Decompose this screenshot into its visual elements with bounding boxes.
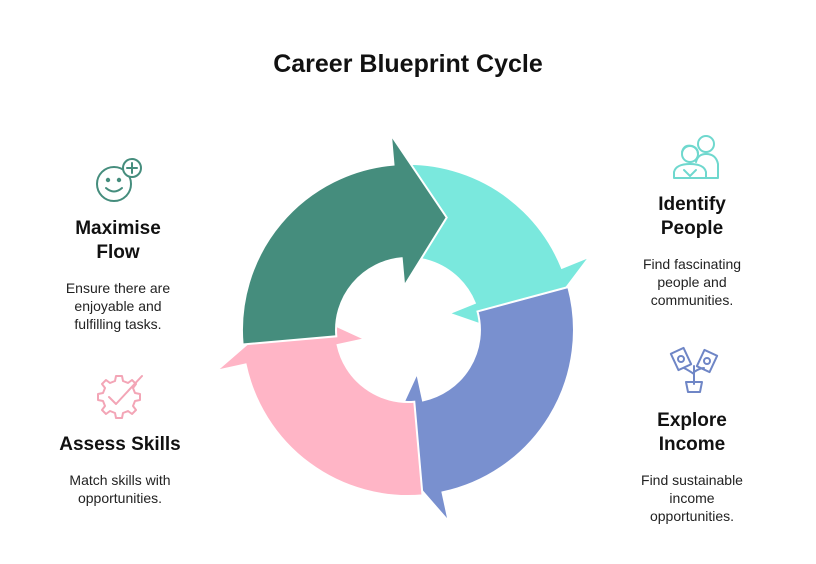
explore-income-panel: Explore Income Find sustainable income o…: [612, 409, 772, 525]
smiley-plus-icon: [92, 156, 144, 208]
explore-income-description: Find sustainable income opportunities.: [641, 472, 743, 524]
identify-people-panel: Identify People Find fascinating people …: [612, 193, 772, 309]
assess-skills-panel: Assess Skills Match skills with opportun…: [30, 433, 210, 507]
explore-income-heading: Explore Income: [657, 410, 727, 455]
maximise-flow-description: Ensure there are enjoyable and fulfillin…: [65, 280, 171, 332]
identify-people-heading: Identify People: [658, 194, 726, 239]
diagram-title: Career Blueprint Cycle: [273, 50, 543, 78]
identify-people-description: Find fascinating people and communities.: [642, 256, 742, 308]
gear-check-icon: [94, 370, 146, 422]
assess-skills-description: Match skills with opportunities.: [69, 472, 171, 506]
assess-skills-heading: Assess Skills: [59, 434, 181, 455]
people-icon: [670, 130, 722, 182]
maximise-flow-heading: Maximise Flow: [75, 218, 161, 263]
maximise-flow-arrow[interactable]: [241, 130, 448, 346]
maximise-flow-panel: Maximise Flow Ensure there are enjoyable…: [38, 217, 198, 333]
assess-skills-arrow[interactable]: [215, 304, 424, 497]
money-plant-icon: [668, 344, 720, 396]
explore-income-arrow[interactable]: [382, 285, 575, 523]
